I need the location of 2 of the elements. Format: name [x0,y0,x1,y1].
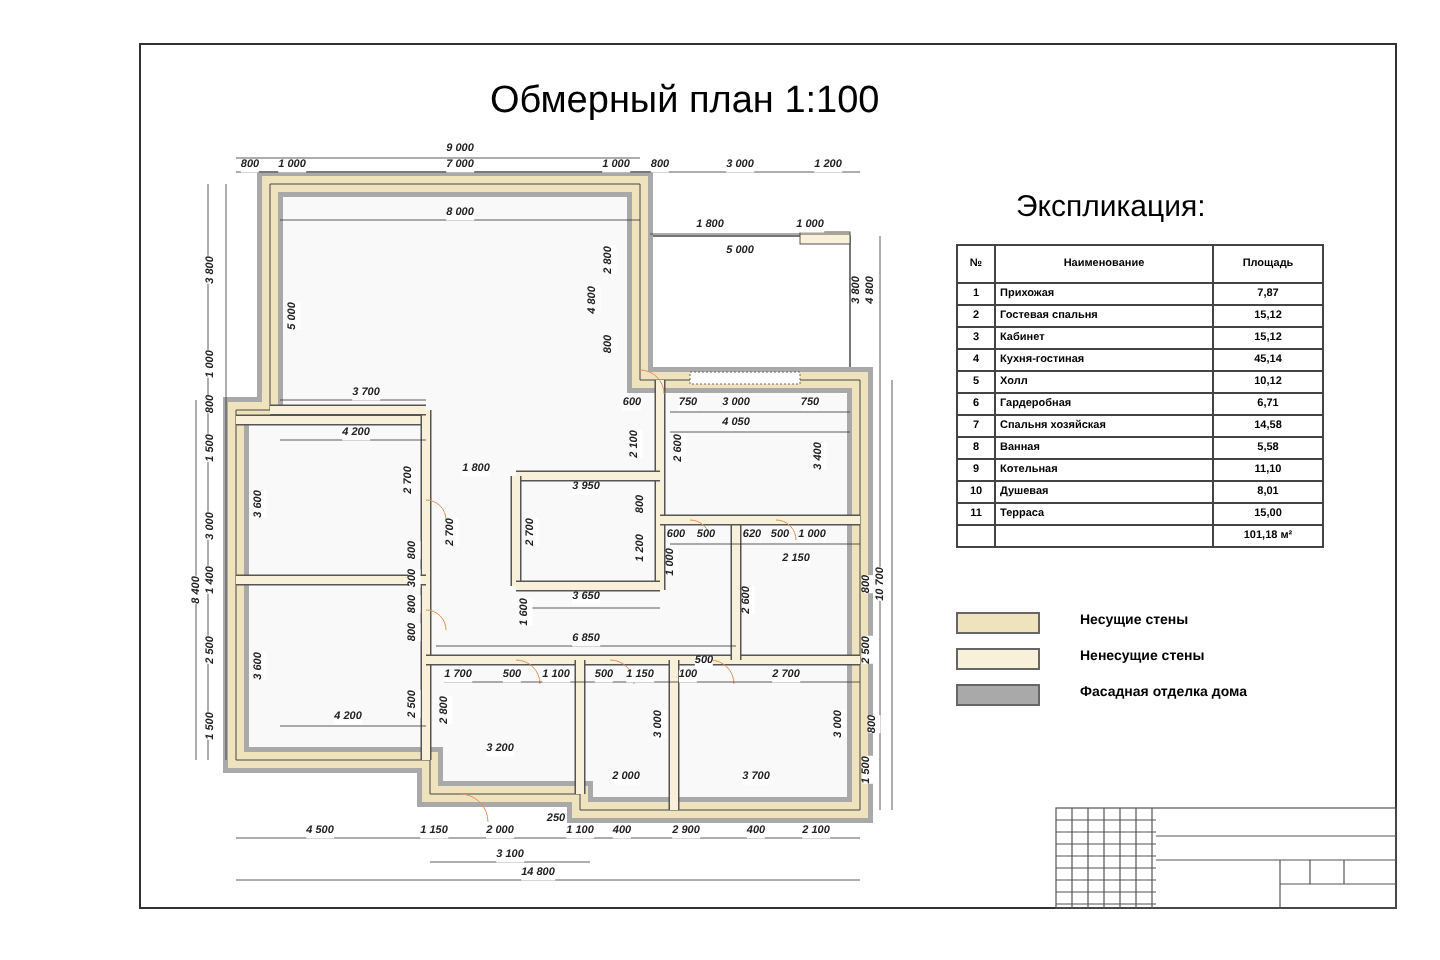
plan-title: Обмерный план 1:100 [490,80,880,124]
explication-heading: Экспликация: [1016,190,1206,224]
